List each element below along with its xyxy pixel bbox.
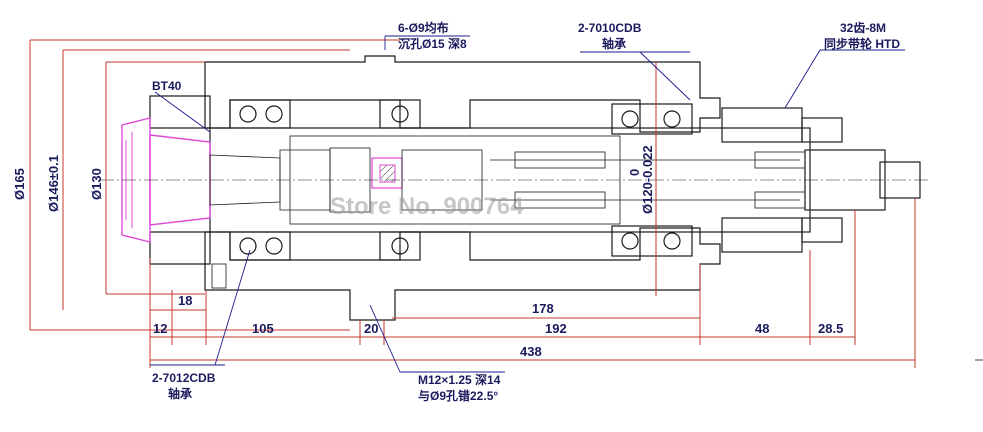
dim-192: 192 — [545, 321, 567, 336]
rear-bearing-label: 2-7010CDB — [578, 21, 642, 35]
dim-105: 105 — [252, 321, 274, 336]
dim-438: 438 — [520, 344, 542, 359]
thread-offset-label: 与Ø9孔错22.5° — [418, 388, 498, 403]
watermark: Store No. 900764 — [330, 193, 524, 220]
dim-20: 20 — [364, 321, 378, 336]
dimension-lines — [29, 35, 916, 373]
thread-label: M12×1.25 深14 — [418, 372, 501, 387]
dim-178: 178 — [532, 301, 554, 316]
pulley-teeth-label: 32齿-8M — [840, 20, 886, 35]
mount-holes-detail: 沉孔Ø15 深8 — [398, 36, 467, 51]
dim-d120: Ø120-0.022 — [640, 145, 655, 214]
front-bearing-label: 2-7012CDB — [152, 371, 216, 385]
dim-28-5: 28.5 — [818, 321, 843, 336]
dim-d120-upper: 0 — [627, 169, 642, 176]
dim-48: 48 — [755, 321, 769, 336]
tool-holder — [121, 117, 483, 243]
pulley-type-label: 同步带轮 HTD — [824, 36, 900, 51]
housing-lower — [149, 227, 721, 321]
front-bearing-top — [229, 99, 291, 129]
dim-d165: Ø165 — [12, 168, 27, 200]
timing-pulley — [721, 107, 843, 253]
housing-upper — [149, 55, 721, 133]
disc-springs — [490, 151, 806, 209]
rear-bearing-type: 轴承 — [602, 36, 626, 51]
dim-d130: Ø130 — [89, 168, 104, 200]
taper-label: BT40 — [152, 79, 182, 93]
front-bearing-bottom — [229, 231, 291, 261]
front-bearing-type: 轴承 — [168, 386, 192, 401]
dim-12: 12 — [153, 321, 167, 336]
rear-bearing-top — [611, 103, 693, 135]
dim-d146: Ø146±0.1 — [46, 155, 61, 212]
dim-18: 18 — [178, 293, 192, 308]
rear-bearing-bottom — [611, 225, 693, 257]
mount-holes-label: 6-Ø9均布 — [398, 20, 449, 35]
